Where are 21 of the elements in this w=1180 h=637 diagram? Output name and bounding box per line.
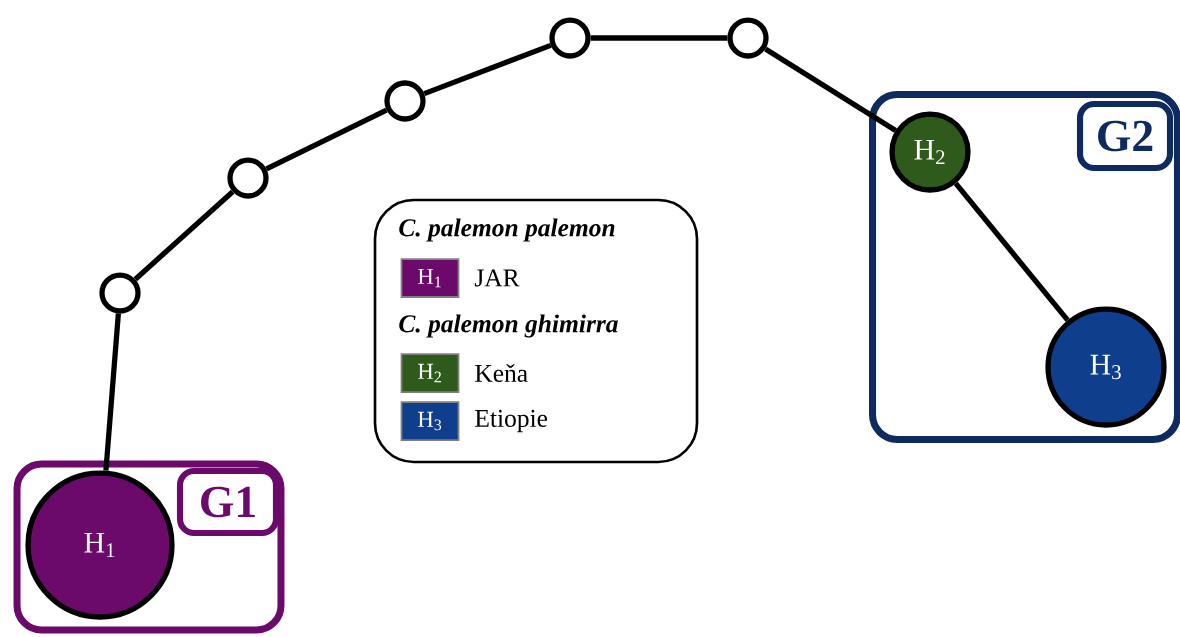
median-vector-circle — [549, 17, 591, 59]
connector-line — [423, 42, 552, 97]
connector-line — [133, 189, 235, 282]
legend-heading: C. palemon palemon — [399, 218, 615, 242]
legend-text: JAR — [474, 269, 520, 287]
connector-line — [764, 46, 897, 133]
connector-line — [590, 35, 728, 41]
median-vector-circle — [99, 272, 141, 314]
group-label: G1 — [176, 467, 280, 537]
connector-line — [103, 313, 121, 471]
connector-line — [953, 181, 1070, 322]
median-vector-circle — [227, 157, 269, 199]
group-box — [869, 91, 1180, 443]
group-label: G2 — [1076, 100, 1174, 172]
legend-text: Etiopie — [475, 409, 548, 433]
median-vector-circle — [727, 17, 769, 59]
legend-heading: C. palemon ghimirra — [399, 314, 618, 338]
median-vector-circle — [384, 80, 426, 122]
legend-text: Keňa — [475, 364, 528, 382]
connector-line — [265, 107, 388, 172]
group-box — [13, 460, 285, 634]
